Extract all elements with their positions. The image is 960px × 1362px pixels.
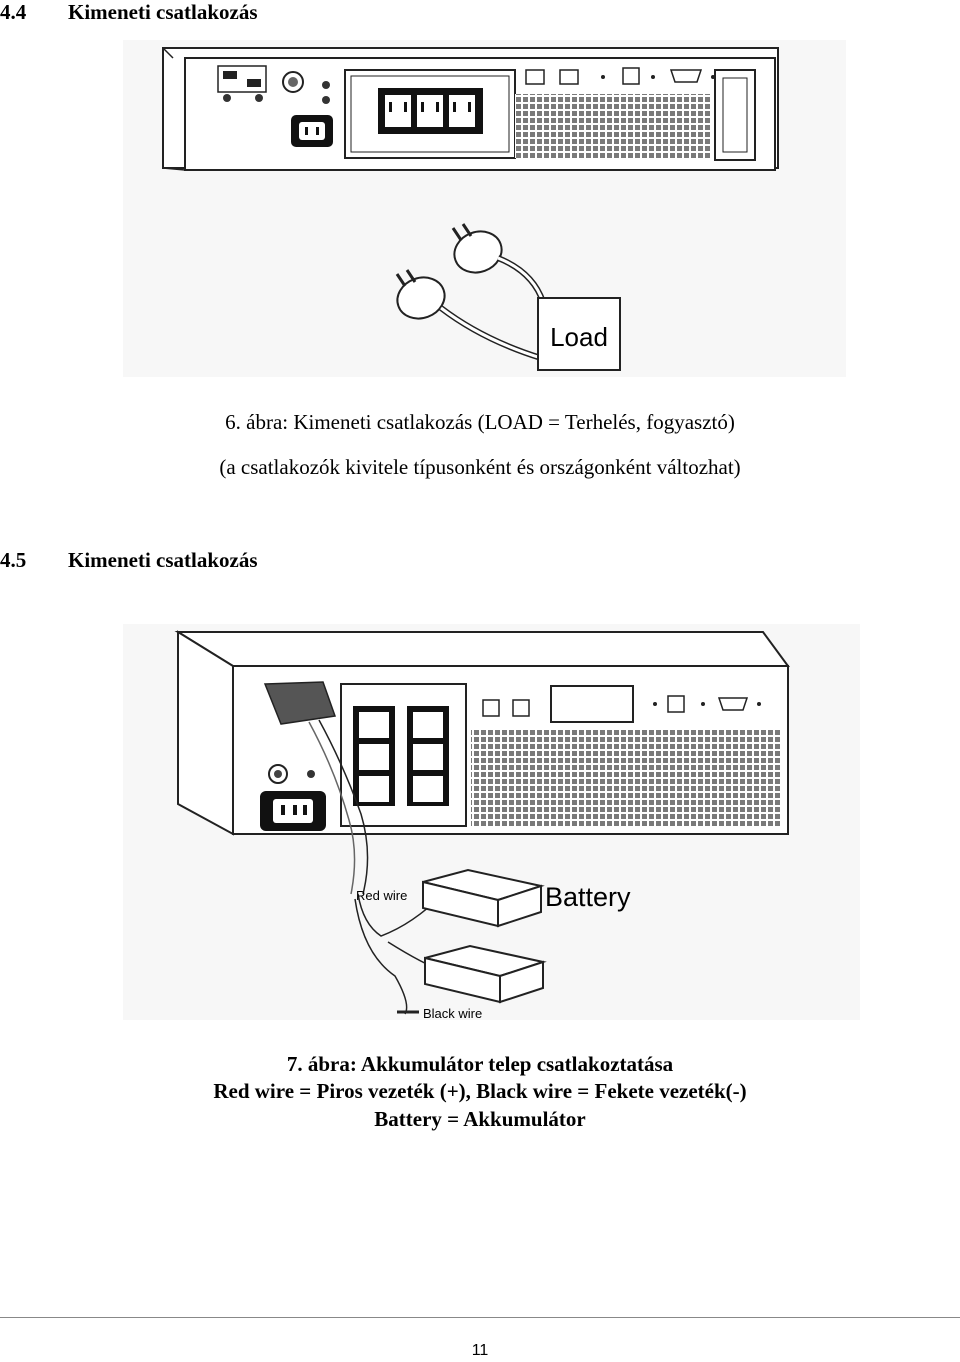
figure-6-caption-line-1: 6. ábra: Kimeneti csatlakozás (LOAD = Te…	[225, 410, 735, 434]
page-number: 11	[471, 1342, 489, 1359]
footer-divider	[0, 1317, 960, 1318]
figure-7-battery-connection-diagram: Red wire Battery Black wire	[123, 624, 860, 1020]
red-wire-label: Red wire	[356, 888, 407, 903]
battery-label: Battery	[545, 882, 631, 912]
figure-7-caption-line-1: 7. ábra: Akkumulátor telep csatlakoztatá…	[286, 1052, 674, 1076]
section-number: 4.5	[0, 548, 27, 572]
load-label: Load	[550, 322, 608, 352]
section-title: Kimeneti csatlakozás	[68, 0, 258, 24]
figure-7-caption-line-3: Battery = Akkumulátor	[374, 1107, 586, 1131]
section-heading-4-4: 4.4 Kimeneti csatlakozás	[0, 0, 258, 25]
section-title: Kimeneti csatlakozás	[68, 548, 258, 572]
figure-6-ups-output-diagram: Load	[123, 40, 846, 377]
section-number: 4.4	[0, 0, 27, 24]
figure-7-caption-line-2: Red wire = Piros vezeték (+), Black wire…	[213, 1079, 747, 1103]
black-wire-label: Black wire	[423, 1006, 482, 1020]
figure-6-caption-line-2: (a csatlakozók kivitele típusonként és o…	[219, 455, 741, 479]
section-heading-4-5: 4.5 Kimeneti csatlakozás	[0, 548, 258, 573]
